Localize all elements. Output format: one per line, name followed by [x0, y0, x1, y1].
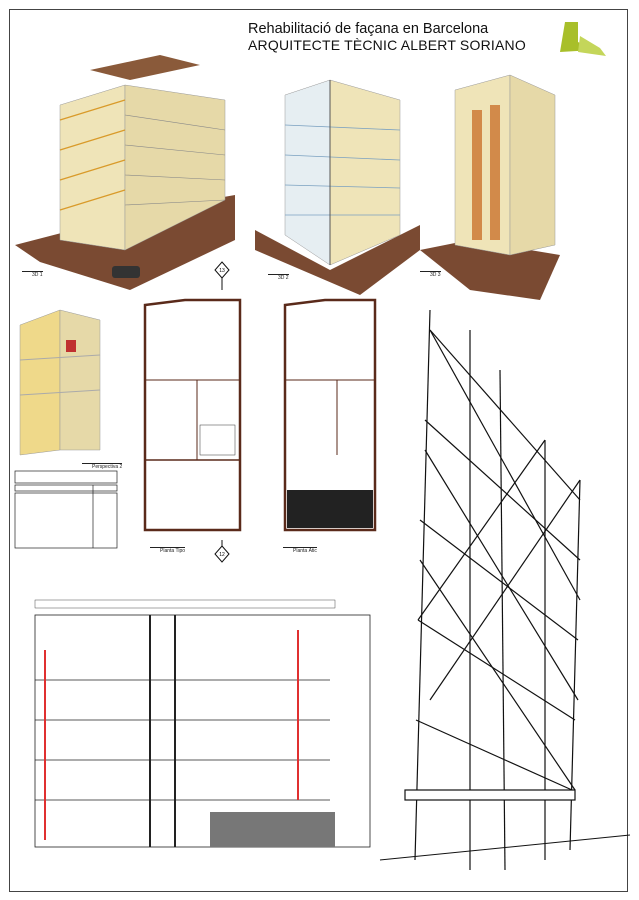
grid-marker-13-label: 13	[219, 268, 225, 274]
title-line-1: Rehabilitació de façana en Barcelona	[248, 21, 489, 37]
grid-marker-13: 13	[214, 261, 230, 290]
3d-view-3	[420, 74, 560, 300]
view-label-plan-typical: Planta Tipo	[150, 547, 186, 554]
3d-view-1	[15, 55, 235, 290]
title-line-2: ARQUITECTE TÈCNIC ALBERT SORIANO	[248, 37, 526, 53]
plan-attic	[283, 298, 377, 532]
sheet-frame	[9, 9, 628, 892]
view-label-plan-attic: Planta Àtic	[283, 547, 317, 554]
grid-marker-12: 12	[214, 540, 230, 563]
view-label-3d-1: 3D 1	[22, 271, 43, 278]
view-label-3d-2: 3D 2	[268, 274, 289, 281]
sheet-title: Rehabilitació de façana en Barcelona ARQ…	[248, 21, 526, 53]
view-label-3d-3: 3D 3	[420, 271, 441, 278]
grid-marker-12-label: 12	[219, 552, 225, 558]
view-label-perspective-2: Perspectiva 2	[82, 463, 123, 470]
surface-table	[14, 470, 118, 549]
perspective-2	[19, 309, 101, 456]
scaffolding-perspective	[379, 309, 631, 871]
building-section	[34, 599, 371, 848]
3d-view-2	[255, 79, 420, 295]
plan-typical	[143, 298, 242, 532]
logo	[560, 22, 606, 56]
